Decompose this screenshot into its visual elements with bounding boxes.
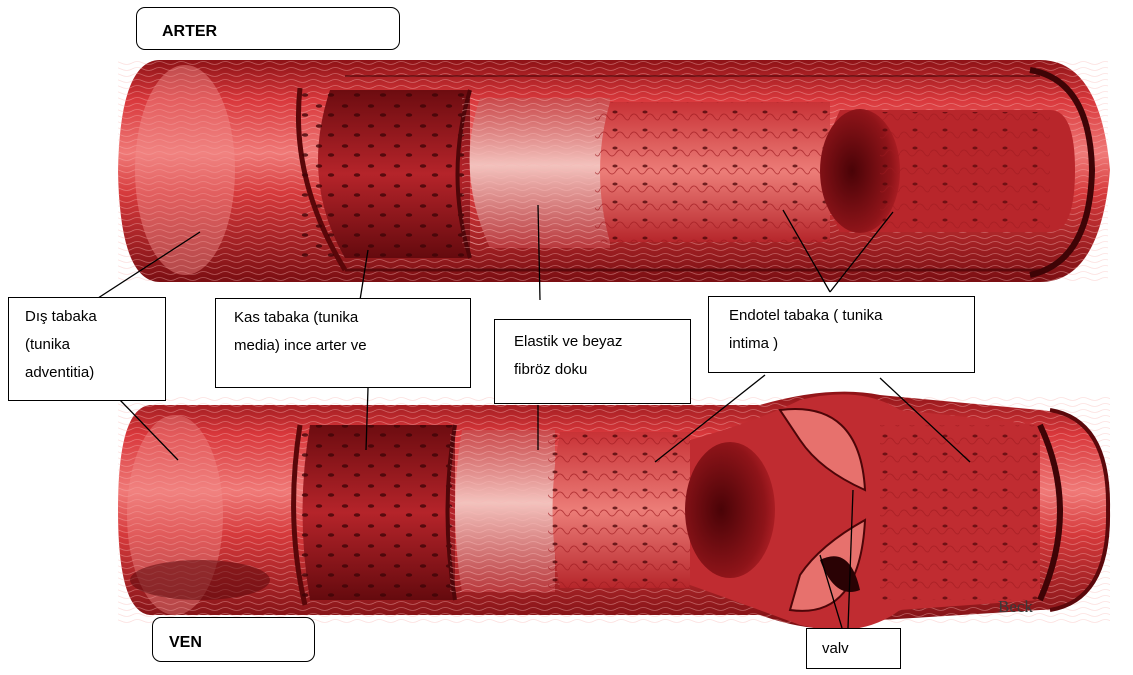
- elastic-layer-label-box: Elastik ve beyaz fibröz doku: [494, 319, 691, 404]
- outer-layer-label-box: Dış tabaka (tunika adventitia): [8, 297, 166, 401]
- artery-title: ARTER: [162, 18, 399, 46]
- vein-title: VEN: [169, 629, 314, 657]
- valve-label-box: valv: [806, 628, 901, 669]
- artist-signature: Beck: [998, 597, 1033, 617]
- endothelium-label: Endotel tabaka ( tunika intima ): [729, 302, 974, 358]
- valve-label: valv: [822, 635, 900, 663]
- artery-vessel: [118, 60, 1110, 282]
- outer-layer-label: Dış tabaka (tunika adventitia): [25, 303, 165, 387]
- endothelium-label-box: Endotel tabaka ( tunika intima ): [708, 296, 975, 373]
- elastic-layer-label: Elastik ve beyaz fibröz doku: [514, 328, 690, 384]
- muscle-layer-label-box: Kas tabaka (tunika media) ince arter ve: [215, 298, 471, 388]
- vein-vessel: [118, 392, 1110, 630]
- vein-title-box: VEN: [152, 617, 315, 662]
- muscle-layer-label: Kas tabaka (tunika media) ince arter ve: [234, 304, 470, 360]
- artery-title-box: ARTER: [136, 7, 400, 50]
